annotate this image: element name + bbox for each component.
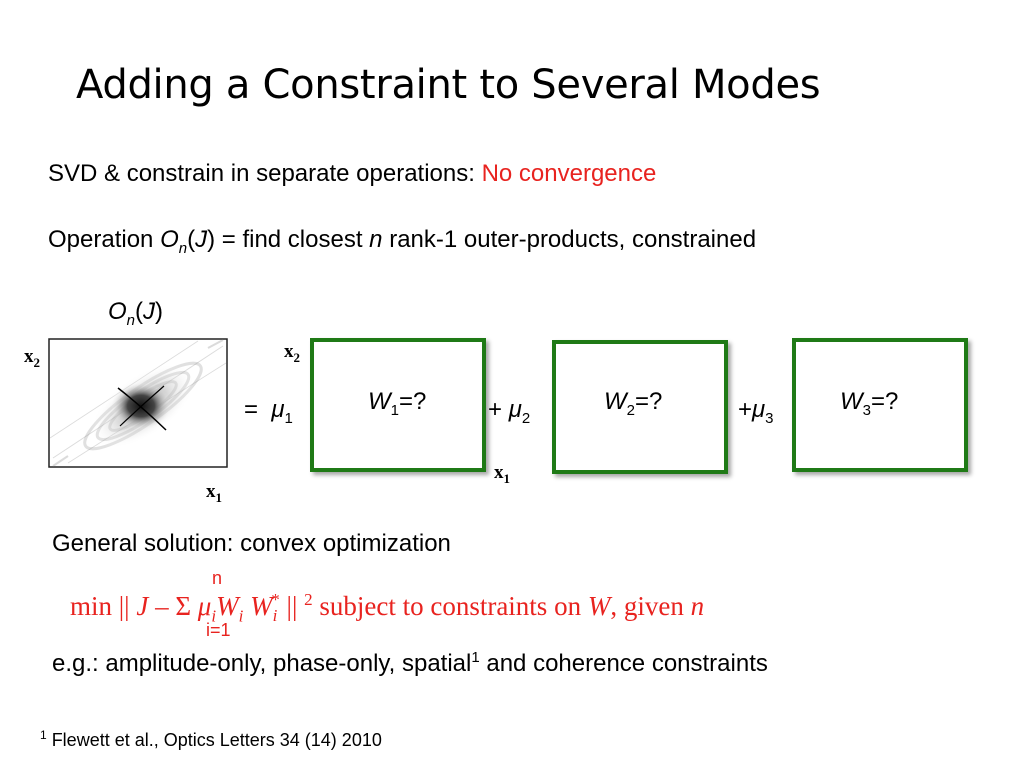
mu2: μ [508,396,522,423]
formula-i2: i [238,606,244,626]
on-n-sub: n [126,311,136,329]
formula-min: min || [70,591,137,621]
op-text-c: rank-1 outer-products, constrained [382,226,757,253]
w1-W: W [368,388,391,415]
w3-W: W [840,388,863,415]
mu1-sub: 1 [284,409,293,427]
sum-lower-limit: i=1 [206,620,231,640]
formula-mu: μ [197,591,212,621]
w2-label: W2=? [604,388,662,419]
x1-axis-label-box: x1 [494,462,510,487]
formula-dash: – [148,591,176,621]
formula-norm: || [279,591,305,621]
formula-i3: i [272,606,278,626]
x2-axis-label-image: x2 [24,346,40,371]
equals-mu1: = μ1 [244,396,293,427]
plus-2: + [488,396,509,423]
equals-sign: = [244,396,259,423]
w3-rest: =? [871,388,899,415]
on-paren-close: ) [155,298,164,325]
w2-sub: 2 [626,401,635,419]
on-paren-open: ( [135,298,144,325]
op-text-b: = find closest [215,226,370,253]
w1-label: W1=? [368,388,426,419]
constraints-text-a: e.g.: amplitude-only, phase-only, spatia… [52,650,472,677]
general-solution-text: General solution: convex optimization [52,530,451,557]
op-paren-close: ) [207,226,216,253]
x1-box-sub: 1 [503,470,511,486]
constraints-text-b: and coherence constraints [479,650,768,677]
mode-box-1 [310,338,486,472]
op-n-sub: n [178,239,188,257]
x2-sub: 2 [33,354,41,370]
w3-label: W3=? [840,388,898,419]
on-j-label: On(J) [108,298,163,329]
footnote-text: Flewett et al., Optics Letters 34 (14) 2… [46,730,382,750]
line-svd: SVD & constrain in separate operations: … [48,160,656,188]
formula-star: * [271,590,280,609]
w2-rest: =? [635,388,663,415]
intensity-image [48,338,228,468]
formula-J: J [136,591,149,621]
x2-box-sub: 2 [293,349,301,365]
footnote-sup: 1 [40,728,47,742]
op-O: O [160,226,179,253]
slide-title: Adding a Constraint to Several Modes [76,62,821,108]
no-convergence-text: No convergence [481,160,657,187]
w3-sub: 3 [862,401,871,419]
w1-sub: 1 [390,401,399,419]
x2-axis-label-box: x2 [284,341,300,366]
w2-W: W [604,388,627,415]
formula-given: , given [610,591,691,621]
mu2-sub: 2 [521,409,531,427]
on-J: J [143,298,156,325]
op-n: n [369,226,383,253]
x1-box-text: x [494,462,504,483]
on-O: O [108,298,127,325]
formula-sigma: Σ [175,591,192,621]
formula-W3: W [587,591,611,621]
plus-mu2: + μ2 [488,396,530,427]
formula-subject: subject to constraints on [312,591,588,621]
x1-axis-label-image: x1 [206,481,222,506]
formula-W2: W [250,591,273,621]
plus-mu3: +μ3 [738,396,774,427]
x2-box-text: x [284,341,294,362]
line-operation: Operation On(J) = find closest n rank-1 … [48,226,756,257]
intensity-pattern-svg [48,338,228,468]
x2-text: x [24,346,34,367]
formula-W1: W [216,591,239,621]
op-paren-open: ( [187,226,196,253]
mu3: μ [752,396,766,423]
x1-text: x [206,481,216,502]
constraints-examples: e.g.: amplitude-only, phase-only, spatia… [52,649,768,678]
formula-two: 2 [304,590,313,609]
plus-3: + [738,396,753,423]
constraints-sup: 1 [471,649,480,666]
op-text-a: Operation [48,226,161,253]
x1-sub: 1 [215,489,223,505]
op-J: J [195,226,208,253]
sum-upper-limit: n [212,568,223,588]
formula-n: n [690,591,705,621]
mu1: μ [271,396,285,423]
mode-box-3 [792,338,968,472]
mode-box-2 [552,340,728,474]
optimization-formula: min || J – Σ μiWi Wi* || 2 subject to co… [70,590,704,626]
formula-i1: i [211,606,217,626]
w1-rest: =? [399,388,427,415]
mu3-sub: 3 [765,409,774,427]
line-svd-text: SVD & constrain in separate operations: [48,160,482,187]
footnote: 1 Flewett et al., Optics Letters 34 (14)… [40,728,382,751]
